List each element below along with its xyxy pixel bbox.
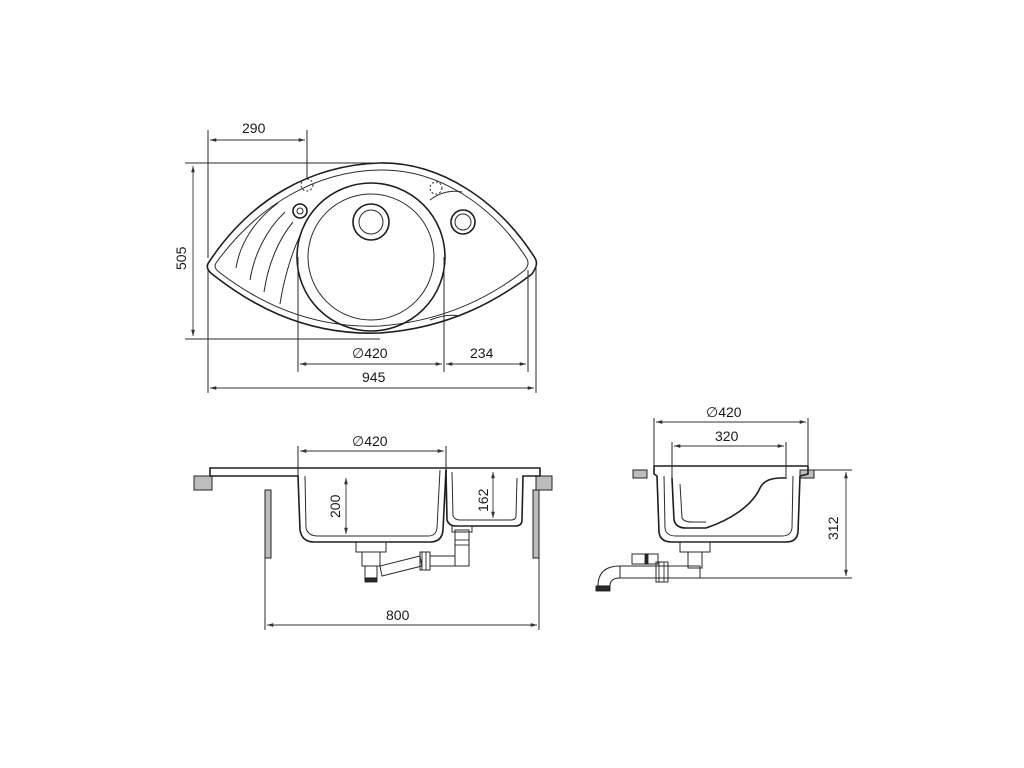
- drain-hole-inner: [358, 209, 384, 235]
- countertop-left: [193, 475, 213, 491]
- sink-outline-inner: [214, 169, 529, 327]
- main-bowl-outer: [296, 182, 446, 332]
- main-bowl-inner: [307, 193, 435, 321]
- drain-hole-outer: [352, 203, 390, 241]
- dim-290-label: 290: [242, 120, 266, 136]
- dim-320-label: 320: [715, 428, 739, 444]
- dim-162-label: 162: [475, 488, 491, 512]
- dim-312-label: 312: [825, 516, 841, 540]
- dim-plan-diameter-label: ∅420: [352, 345, 388, 361]
- dim-945-label: 945: [362, 369, 386, 385]
- front-section: ∅420 200 162 800: [193, 433, 553, 630]
- overflow-hole: [292, 203, 308, 219]
- tap-hole-left: [300, 178, 314, 192]
- cabinet-wall-right: [532, 489, 540, 559]
- dim-800-label: 800: [386, 607, 410, 623]
- dim-front-diameter-label: ∅420: [352, 433, 388, 449]
- countertop-right: [535, 475, 553, 491]
- tap-hole-right: [429, 181, 443, 195]
- plan-view: 290 505 ∅420 234 945: [173, 120, 538, 393]
- dim-234-label: 234: [470, 345, 494, 361]
- side-countertop-left: [632, 469, 648, 479]
- small-bowl-outer: [450, 209, 476, 235]
- cabinet-wall-left: [264, 489, 272, 559]
- side-section: ∅420 320 312: [595, 404, 852, 592]
- dim-505-label: 505: [173, 246, 189, 270]
- dim-200-label: 200: [327, 494, 343, 518]
- sink-outline-outer: [206, 162, 538, 334]
- dim-side-diameter-label: ∅420: [706, 404, 742, 420]
